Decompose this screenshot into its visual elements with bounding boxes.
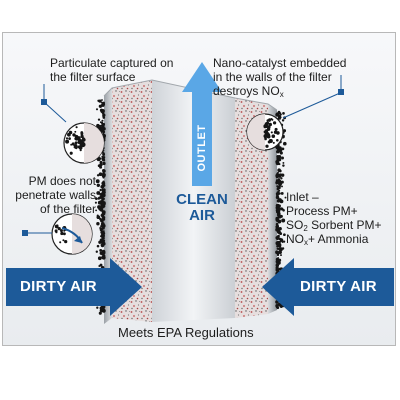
pointer-markers xyxy=(22,89,344,236)
outlet-label: OUTLET xyxy=(196,124,208,172)
dirty-air-arrow-right xyxy=(262,258,394,316)
footer-caption: Meets EPA Regulations xyxy=(118,325,254,340)
dirty-air-arrow-left xyxy=(6,258,142,316)
clean-air-label: CLEAN AIR xyxy=(176,191,228,224)
particulate-label: Particulate captured on the filter surfa… xyxy=(50,56,174,84)
filter-tube xyxy=(103,79,278,324)
nano-catalyst-label: Nano-catalyst embedded in the walls of t… xyxy=(213,56,347,99)
dirty-air-right-label: DIRTY AIR xyxy=(300,278,377,295)
catalyst-wall-magnifier-icon xyxy=(246,113,284,151)
particle-cake-magnifier-icon xyxy=(63,122,105,164)
pm-not-penetrate-label: PM does not penetrate walls of the filte… xyxy=(15,174,96,216)
outlet-arrow xyxy=(182,62,222,186)
inlet-label: Inlet – Process PM+ SO2 Sorbent PM+ NOx+… xyxy=(286,190,382,247)
wall-blocking-magnifier-icon xyxy=(51,213,93,255)
dirty-air-left-label: DIRTY AIR xyxy=(20,278,97,295)
